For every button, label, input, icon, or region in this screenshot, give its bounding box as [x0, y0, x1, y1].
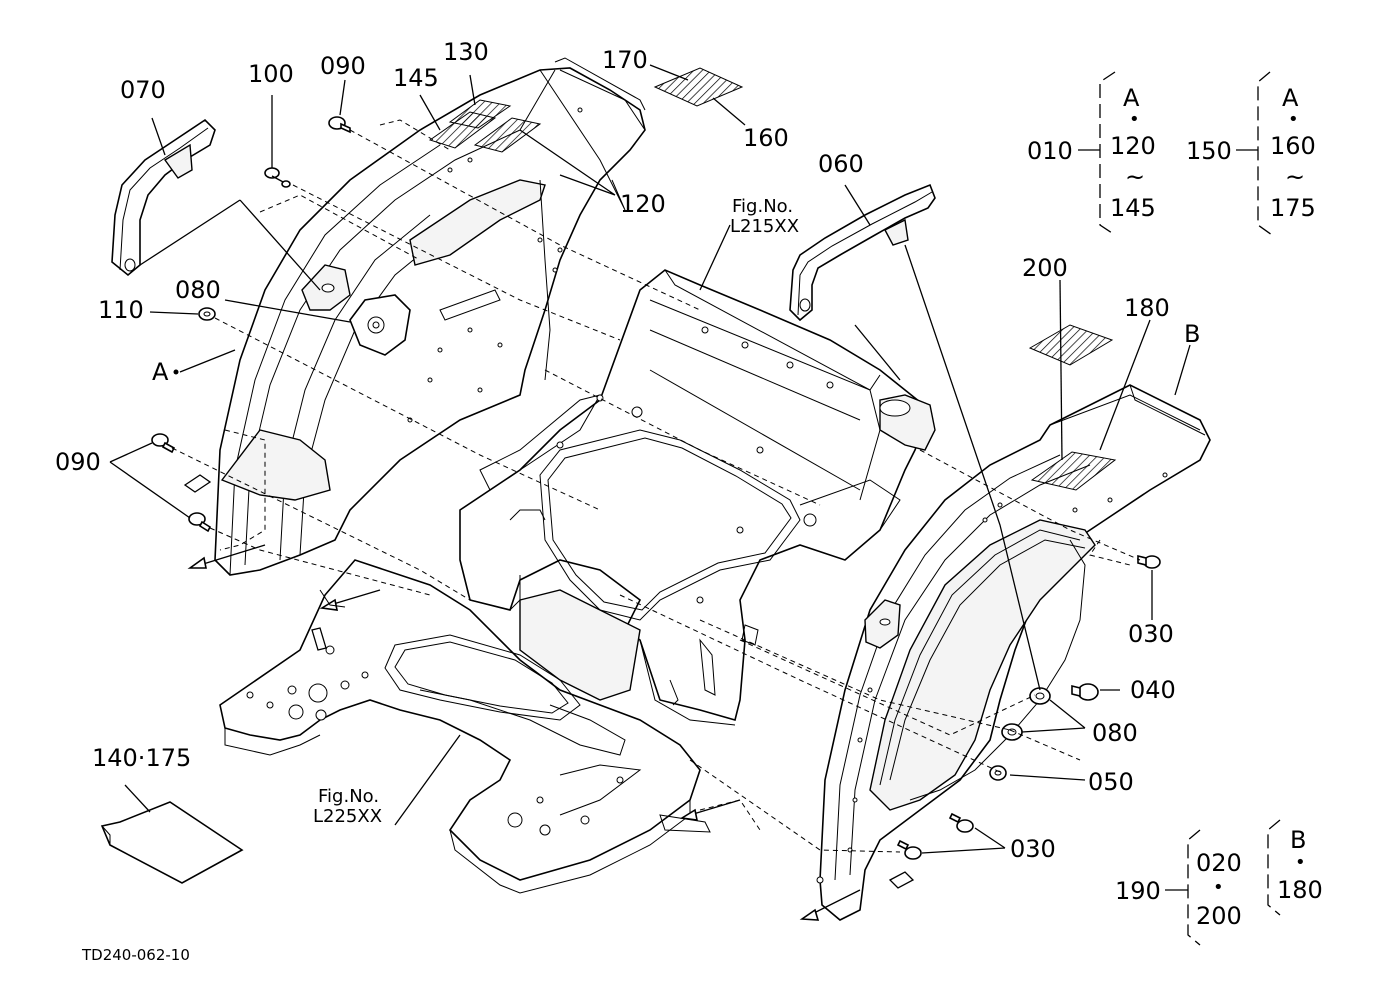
callout-160: 160 — [743, 124, 789, 152]
bolt-100 — [264, 167, 291, 188]
group-190: 190 020 • 200 B • 180 — [1115, 819, 1323, 946]
bolt-030-bottom-a — [948, 812, 974, 833]
bolt-030-bottom-b — [896, 839, 922, 860]
group-150-to: 175 — [1270, 194, 1316, 222]
leader-lines — [109, 64, 1191, 854]
nut-050 — [989, 765, 1007, 781]
callout-labels: 070 100 090 145 130 170 160 120 060 110 … — [55, 38, 1200, 863]
callout-130: 130 — [443, 38, 489, 66]
group-190-b-dot: • — [1295, 852, 1306, 873]
group-190-from: 020 — [1196, 849, 1242, 877]
washer-080-b — [1001, 723, 1023, 741]
callout-030-right: 030 — [1128, 620, 1174, 648]
decals — [428, 67, 1117, 491]
bolt-090-top — [328, 116, 351, 134]
callout-140-175: 140·175 — [92, 744, 191, 772]
group-010-tilde: ~ — [1125, 163, 1145, 191]
callout-040: 040 — [1130, 676, 1176, 704]
group-010: 010 A • 120 ~ 145 — [1027, 71, 1156, 236]
group-190-parent: 190 — [1115, 877, 1161, 905]
group-150-dot: • — [1288, 109, 1299, 130]
callout-080-left: 080 — [175, 276, 221, 304]
group-010-dot: • — [1129, 109, 1140, 130]
group-190-to: 200 — [1196, 902, 1242, 930]
right-handgrip — [789, 183, 936, 322]
callout-030-bottom: 030 — [1010, 835, 1056, 863]
fig-ref-upper-line2: L215XX — [730, 216, 799, 237]
group-150: 150 A • 160 ~ 175 — [1186, 71, 1316, 236]
callout-090-top: 090 — [320, 52, 366, 80]
group-150-top: A — [1282, 84, 1299, 112]
seat-base-frame — [439, 269, 936, 726]
callout-060: 060 — [818, 150, 864, 178]
callout-100: 100 — [248, 60, 294, 88]
floor-plate — [219, 559, 701, 894]
direction-arrows — [187, 544, 861, 921]
group-010-from: 120 — [1110, 132, 1156, 160]
callout-090-left: 090 — [55, 448, 101, 476]
group-010-to: 145 — [1110, 194, 1156, 222]
callout-110: 110 — [98, 296, 144, 324]
group-150-from: 160 — [1270, 132, 1316, 160]
assembly-lines — [171, 119, 1141, 853]
callout-200: 200 — [1022, 254, 1068, 282]
callout-180: 180 — [1124, 294, 1170, 322]
callout-145: 145 — [393, 64, 439, 92]
callout-080-right: 080 — [1092, 719, 1138, 747]
bolt-030-right — [1137, 554, 1161, 569]
left-fender — [214, 57, 646, 576]
fasteners — [151, 116, 1161, 889]
diagram-id: TD240-062-10 — [81, 946, 190, 964]
washer-080-a — [1029, 687, 1051, 705]
group-010-parent: 010 — [1027, 137, 1073, 165]
fig-ref-lower-line2: L225XX — [313, 806, 382, 827]
group-190-dot: • — [1213, 877, 1224, 898]
fig-ref-upper-line1: Fig.No. — [732, 196, 793, 217]
callout-070: 070 — [120, 76, 166, 104]
fig-ref-lower-line1: Fig.No. — [318, 786, 379, 807]
callout-170: 170 — [602, 46, 648, 74]
ref-b: B — [1184, 320, 1200, 348]
ref-a: A — [152, 358, 169, 386]
group-150-tilde: ~ — [1285, 163, 1305, 191]
bolt-040 — [1071, 683, 1099, 701]
floor-mat — [100, 801, 244, 884]
group-150-parent: 150 — [1186, 137, 1232, 165]
group-010-top: A — [1123, 84, 1140, 112]
bolt-090-left-b — [188, 512, 212, 533]
bolt-090-left-a — [151, 433, 176, 454]
washer-110 — [198, 307, 216, 321]
callout-050: 050 — [1088, 768, 1134, 796]
group-190-b-val: 180 — [1277, 876, 1323, 904]
left-handgrip — [111, 118, 216, 277]
callout-120: 120 — [620, 190, 666, 218]
group-190-b-top: B — [1290, 826, 1306, 854]
